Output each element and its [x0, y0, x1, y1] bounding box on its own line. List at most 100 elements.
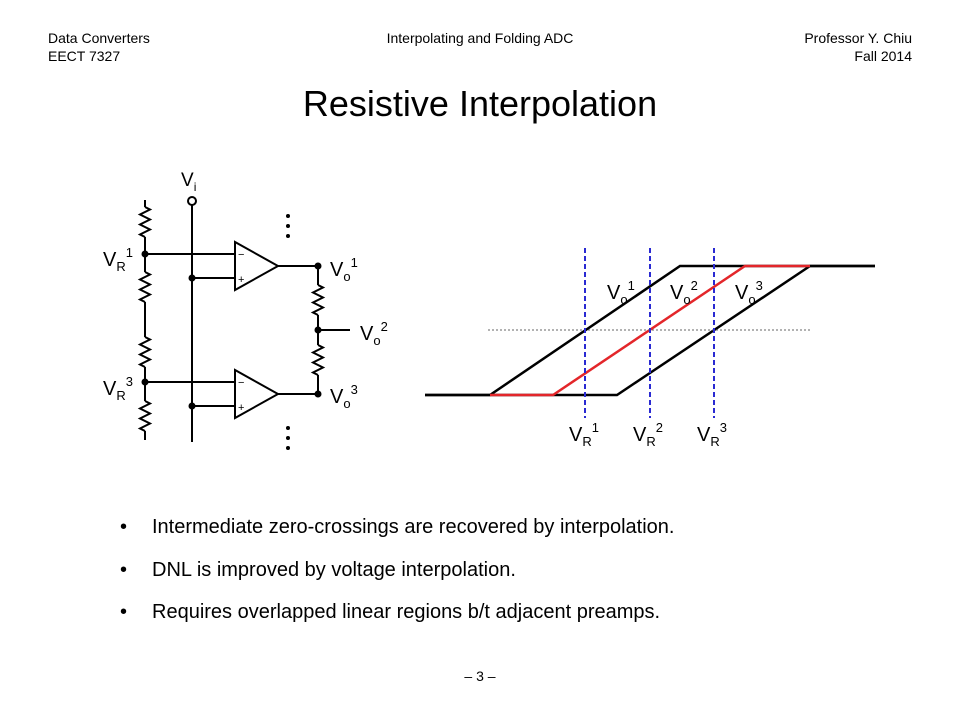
input-label-sub: i: [194, 180, 197, 194]
circuit-ref-label-3-sup: 3: [126, 374, 133, 389]
junction-dot: [141, 378, 149, 386]
transfer-curves: [425, 248, 875, 418]
junction-dot: [188, 274, 196, 282]
curve-ref-label-1-sup: 1: [592, 420, 599, 435]
curve-output-label-3: Vo3: [735, 278, 763, 307]
circuit-output-label-2-base: V: [360, 323, 374, 345]
instructor-name: Professor Y. Chiu: [804, 30, 912, 46]
curve-output-label-1-base: V: [607, 282, 621, 304]
circuit-ref-label-3-sub: R: [116, 388, 125, 403]
curve-ref-label-2-base: V: [633, 424, 647, 446]
bullet-text: Intermediate zero-crossings are recovere…: [152, 516, 675, 538]
junction-dot: [314, 262, 322, 270]
junction-dot: [314, 326, 322, 334]
interpolation-circuit: [137, 196, 350, 442]
curve-ref-label-1-base: V: [569, 424, 583, 446]
term: Fall 2014: [854, 48, 912, 64]
ellipsis-dot: [286, 426, 290, 430]
curve-output-label-1: Vo1: [607, 278, 635, 307]
ellipsis-dot: [286, 446, 290, 450]
circuit-ref-label-3: VR3: [103, 374, 133, 403]
curve-ref-label-3-base: V: [697, 424, 711, 446]
preamp-1-minus-sign: −: [238, 249, 244, 261]
input-label: Vi: [181, 170, 196, 194]
bullet-marker: •: [120, 601, 128, 623]
curve-output-label-1-sub: o: [620, 292, 627, 307]
circuit-output-label-1-sup: 1: [351, 255, 358, 270]
curve-output-label-2-sup: 2: [691, 278, 698, 293]
bullet-list: • Intermediate zero-crossings are recove…: [120, 515, 674, 643]
curve-output-label-3-sub: o: [748, 292, 755, 307]
curve-ref-label-3-sub: R: [710, 434, 719, 449]
circuit-output-label-2-sub: o: [373, 333, 380, 348]
circuit-output-label-3: Vo3: [330, 382, 358, 411]
curve-output-label-2: Vo2: [670, 278, 698, 307]
slide-title: Resistive Interpolation: [302, 83, 658, 124]
circuit-output-label-3-sup: 3: [351, 382, 358, 397]
bullet-item: • DNL is improved by voltage interpolati…: [120, 558, 674, 582]
curve-output-label-2-base: V: [670, 282, 684, 304]
header-left: Data Converters EECT 7327: [48, 29, 150, 65]
bullet-item: • Intermediate zero-crossings are recove…: [120, 515, 674, 539]
circuit-output-label-1: Vo1: [330, 255, 358, 284]
circuit-ref-label-1: VR1: [103, 245, 133, 274]
junction-dot: [314, 390, 322, 398]
circuit-output-label-1-base: V: [330, 259, 344, 281]
curve-ref-label-1: VR1: [569, 420, 599, 449]
circuit-output-label-3-base: V: [330, 386, 344, 408]
bullet-marker: •: [120, 516, 128, 538]
bullet-text: Requires overlapped linear regions b/t a…: [152, 601, 661, 623]
circuit-ref-label-1-base: V: [103, 249, 117, 271]
bullet-text: DNL is improved by voltage interpolation…: [152, 558, 516, 581]
circuit-ref-label-1-sub: R: [116, 259, 125, 274]
page-number: – 3 –: [464, 668, 496, 684]
interpolation-wire: [317, 266, 350, 394]
curve-output-label-1-sup: 1: [628, 278, 635, 293]
circuit-output-label-3-sub: o: [343, 396, 350, 411]
bullet-marker: •: [120, 558, 128, 581]
circuit-output-label-2-sup: 2: [381, 319, 388, 334]
preamp-3-plus-sign: +: [238, 402, 244, 414]
junction-dot: [141, 250, 149, 258]
interpolation-resistor-2: [310, 344, 326, 376]
preamp-3: [234, 368, 281, 420]
ladder-resistor-2: [137, 271, 153, 303]
curve-output-label-3-base: V: [735, 282, 749, 304]
ladder-resistor-3: [137, 336, 153, 368]
preamp-1: [234, 240, 281, 292]
lecture-topic: Interpolating and Folding ADC: [386, 30, 574, 46]
interpolation-resistor-1: [310, 284, 326, 316]
curve-ref-label-2: VR2: [633, 420, 663, 449]
header-center: Interpolating and Folding ADC: [0, 29, 960, 47]
course-code: EECT 7327: [48, 48, 121, 64]
junction-dot: [188, 402, 196, 410]
circuit-ref-label-3-base: V: [103, 378, 117, 400]
header-right: Professor Y. Chiu Fall 2014: [804, 29, 912, 65]
circuit-output-label-2: Vo2: [360, 319, 388, 348]
input-label-base: V: [181, 170, 194, 191]
circuit-ref-label-1-sup: 1: [126, 245, 133, 260]
curve-ref-label-1-sub: R: [582, 434, 591, 449]
junction-dots: [141, 250, 322, 410]
continuation-ellipsis-top: [286, 214, 290, 238]
ellipsis-dot: [286, 214, 290, 218]
curve-ref-label-2-sup: 2: [656, 420, 663, 435]
ellipsis-dot: [286, 436, 290, 440]
input-terminal: [187, 196, 197, 206]
course-name: Data Converters: [48, 30, 150, 46]
continuation-ellipsis-bottom: [286, 426, 290, 450]
preamp-1-plus-sign: +: [238, 274, 244, 286]
ladder-resistor-4: [137, 400, 153, 432]
curve-output-label-3-sup: 3: [756, 278, 763, 293]
curve-ref-label-2-sub: R: [646, 434, 655, 449]
circuit-output-label-1-sub: o: [343, 269, 350, 284]
preamp-3-minus-sign: −: [238, 377, 244, 389]
curve-output-label-2-sub: o: [683, 292, 690, 307]
bullet-item: • Requires overlapped linear regions b/t…: [120, 600, 674, 624]
curve-ref-label-3-sup: 3: [720, 420, 727, 435]
curve-ref-label-3: VR3: [697, 420, 727, 449]
ellipsis-dot: [286, 224, 290, 228]
ladder-resistor-1: [137, 206, 153, 238]
ellipsis-dot: [286, 234, 290, 238]
